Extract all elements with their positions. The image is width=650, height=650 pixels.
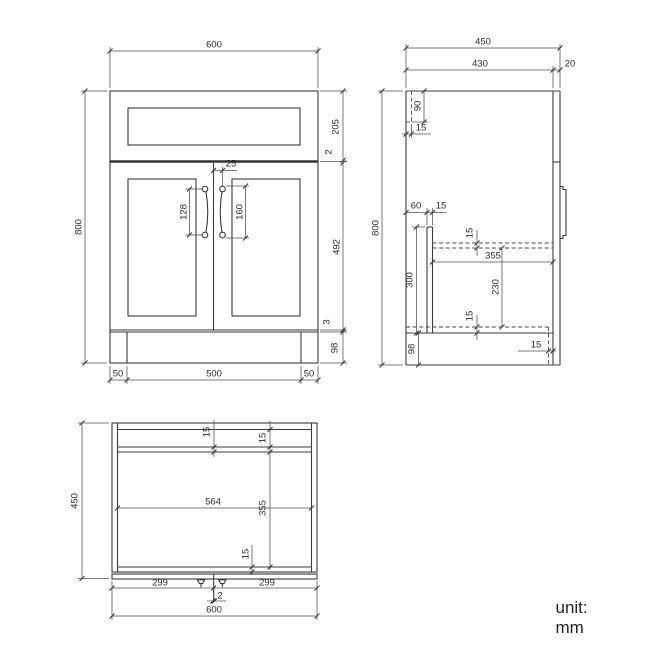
side-view [378,44,567,368]
side-dim-shelf-to-bottom: 230 [490,279,502,295]
front-dim-overall-height: 800 [73,219,85,235]
side-dim-shelf-depth: 355 [485,250,501,262]
side-dim-back-rail-thickness: 15 [415,122,427,134]
plan-door-fronts [111,573,318,580]
side-dim-front-recess: 15 [530,339,542,351]
front-dim-drawer-gap: 2 [323,149,335,155]
front-cabinet-outline [109,90,319,364]
side-dim-carcass-depth: 430 [472,58,488,70]
side-dim-door-thickness: 20 [564,58,576,70]
side-dim-partition-offset: 60 [410,200,422,212]
front-dim-handle-offset: 25 [225,158,237,170]
plan-dim-overall-depth: 450 [69,493,81,509]
side-dim-overall-height: 800 [370,220,382,236]
front-dim-plinth-inset-left: 50 [112,368,124,380]
front-dimension-lines [81,47,347,384]
plan-view [78,420,320,620]
plan-dim-interior-depth: 355 [257,500,269,516]
plan-dim-overall-width: 600 [206,604,222,616]
front-view [81,47,347,384]
front-dim-door-height: 492 [331,239,343,255]
plan-dim-right-door-width: 299 [259,577,275,589]
front-drawer-panel [127,107,301,146]
side-dim-overall-depth: 450 [475,36,491,48]
plan-dimension-lines [78,420,320,620]
side-dimension-lines [378,44,563,368]
side-dim-back-rail-height: 90 [412,100,424,112]
side-handle-profile [560,185,567,240]
plan-left-handle-mark [196,579,206,588]
plan-dim-rail-thickness-b: 15 [257,432,269,444]
front-left-handle [201,185,209,239]
front-dim-drawer-height: 205 [330,119,342,135]
side-dim-plinth-height: 98 [406,343,418,355]
front-dim-plinth-height: 98 [329,342,341,354]
plan-dim-door-gap: 2 [217,590,223,602]
plan-dim-rail-thickness-a: 15 [201,426,213,438]
unit-label: unit: mm [555,598,588,637]
side-dim-bottom-thickness: 15 [464,310,476,322]
front-dim-handle-spacing: 128 [178,204,190,220]
front-dim-plinth-inset-right: 50 [303,368,315,380]
front-right-door-panel [231,178,301,317]
front-right-handle [219,185,226,239]
front-dim-handle-length: 160 [234,204,246,220]
front-dim-overall-width: 600 [206,39,222,51]
plan-dim-front-rail-thickness: 15 [240,548,252,560]
front-dim-door-bottom-gap: 3 [321,319,333,325]
side-dim-shelf-thickness: 15 [464,227,476,239]
side-dim-partition-thickness: 15 [435,200,447,212]
plan-carcass-outline [111,422,318,573]
front-dim-plinth-width: 500 [206,368,222,380]
side-partition [426,226,434,333]
plan-right-handle-mark [217,579,227,588]
side-dim-partition-height: 300 [404,272,416,288]
plan-dim-interior-width: 564 [205,496,221,508]
front-left-door-panel [127,178,197,317]
plan-dim-left-door-width: 299 [152,577,168,589]
